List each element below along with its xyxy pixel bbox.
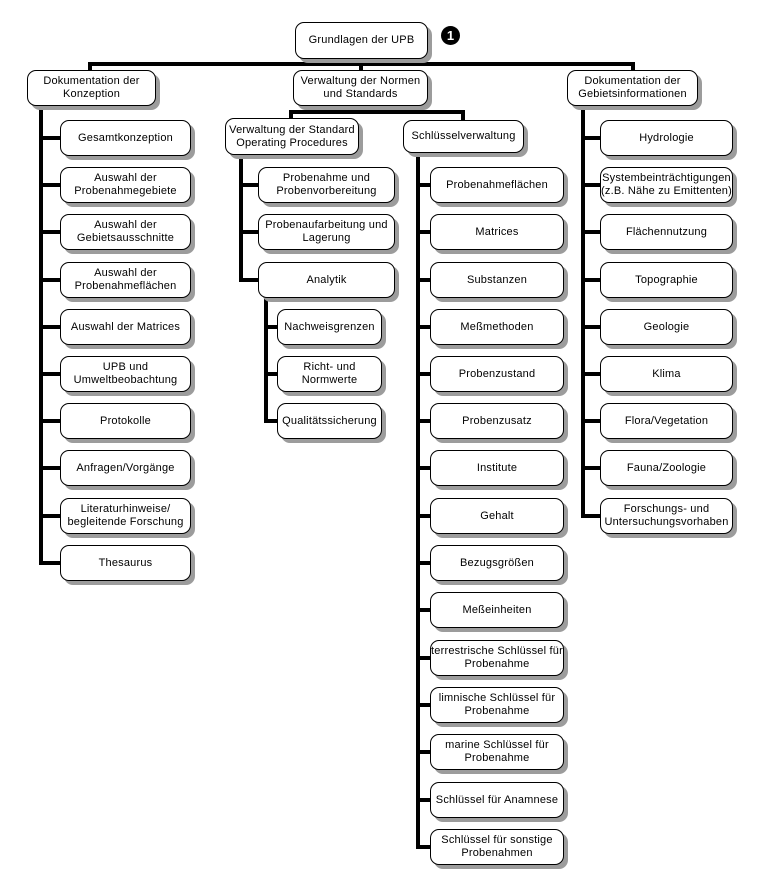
node-gesamtkonzeption: Gesamtkonzeption (60, 120, 191, 156)
node-upb-umweltbeobachtung: UPB und Umweltbeobachtung (60, 356, 191, 392)
node-dokumentation-gebietsinformationen: Dokumentation der Gebietsinformationen (567, 70, 698, 106)
node-fauna-zoologie: Fauna/Zoologie (600, 450, 733, 486)
node-bezugsgroessen: Bezugsgrößen (430, 545, 564, 581)
node-forschungs-untersuchungsvorhaben: Forschungs- und Untersuchungsvorhaben (600, 498, 733, 534)
node-schluessel-anamnese: Schlüssel für Anamnese (430, 782, 564, 818)
node-verwaltung-normen-standards: Verwaltung der Normen und Standards (293, 70, 428, 106)
node-marine-schluessel-probenahme: marine Schlüssel für Probenahme (430, 734, 564, 770)
node-topographie: Topographie (600, 262, 733, 298)
node-schluessel-sonstige-probenahmen: Schlüssel für sonstige Probenahmen (430, 829, 564, 865)
node-hydrologie: Hydrologie (600, 120, 733, 156)
node-grundlagen-der-upb: Grundlagen der UPB (295, 22, 428, 59)
node-messeinheiten: Meßeinheiten (430, 592, 564, 628)
node-flaechennutzung: Flächennutzung (600, 214, 733, 250)
node-substanzen: Substanzen (430, 262, 564, 298)
node-matrices: Matrices (430, 214, 564, 250)
node-probenzusatz: Probenzusatz (430, 403, 564, 439)
node-nachweisgrenzen: Nachweisgrenzen (277, 309, 382, 345)
node-auswahl-gebietsausschnitte: Auswahl der Gebietsausschnitte (60, 214, 191, 250)
node-qualitaetssicherung: Qualitätssicherung (277, 403, 382, 439)
node-probenahmeflaechen: Probenahmeflächen (430, 167, 564, 203)
node-messmethoden: Meßmethoden (430, 309, 564, 345)
node-verwaltung-sop: Verwaltung der Standard Operating Proced… (225, 118, 359, 155)
node-geologie: Geologie (600, 309, 733, 345)
node-analytik: Analytik (258, 262, 395, 298)
number-1-badge-icon: 1 (441, 26, 460, 45)
node-auswahl-matrices: Auswahl der Matrices (60, 309, 191, 345)
node-thesaurus: Thesaurus (60, 545, 191, 581)
node-probenahme-probenvorbereitung: Probenahme und Probenvorbereitung (258, 167, 395, 203)
node-protokolle: Protokolle (60, 403, 191, 439)
node-systembeintraechtigungen: Systembeinträchtigungen (z.B. Nähe zu Em… (600, 167, 733, 203)
node-dokumentation-konzeption: Dokumentation der Konzeption (27, 70, 156, 106)
node-probenaufarbeitung-lagerung: Probenaufarbeitung und Lagerung (258, 214, 395, 250)
node-auswahl-probenahmeflaechen: Auswahl der Probenahmeflächen (60, 262, 191, 298)
node-limnische-schluessel-probenahme: limnische Schlüssel für Probenahme (430, 687, 564, 723)
node-probenzustand: Probenzustand (430, 356, 564, 392)
node-flora-vegetation: Flora/Vegetation (600, 403, 733, 439)
node-terrestrische-schluessel-probenahme: terrestrische Schlüssel für Probenahme (430, 640, 564, 676)
node-literaturhinweise-begleitende-forschung: Literaturhinweise/ begleitende Forschung (60, 498, 191, 534)
node-gehalt: Gehalt (430, 498, 564, 534)
node-klima: Klima (600, 356, 733, 392)
node-schluesselverwaltung: Schlüsselverwaltung (403, 120, 524, 153)
node-richt-und-normwerte: Richt- und Normwerte (277, 356, 382, 392)
node-auswahl-probenahmegebiete: Auswahl der Probenahmegebiete (60, 167, 191, 203)
node-anfragen-vorgaenge: Anfragen/Vorgänge (60, 450, 191, 486)
node-institute: Institute (430, 450, 564, 486)
